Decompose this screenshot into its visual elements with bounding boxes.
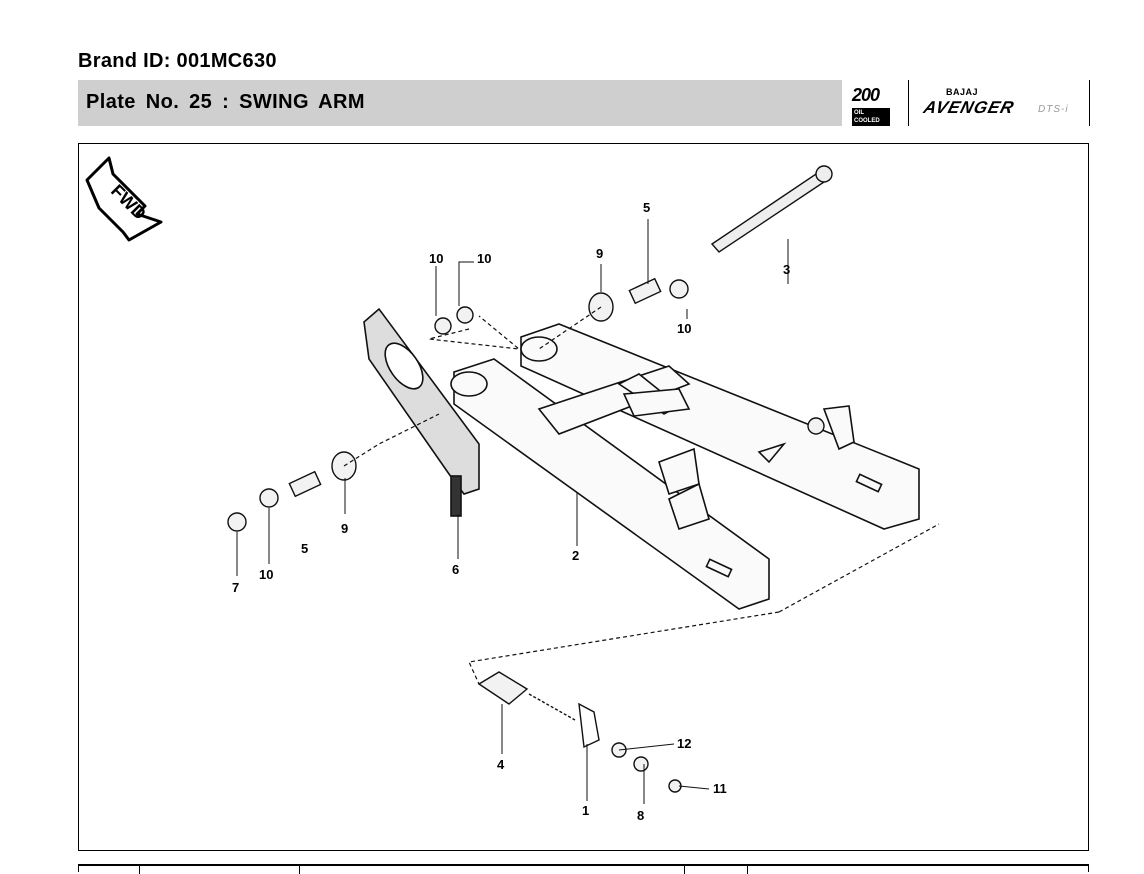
engine-sub: OIL COOLED (852, 108, 890, 126)
callout-1: 1 (582, 803, 590, 818)
callout-7: 7 (232, 580, 240, 595)
callout-4: 4 (497, 757, 505, 772)
callout-6: 6 (452, 562, 460, 577)
callout-11: 11 (713, 781, 727, 796)
variant-name: DTS-i (1038, 104, 1069, 115)
plate-title-bar: Plate No. 25 : SWING ARM (78, 80, 842, 126)
chain-adjuster (477, 671, 682, 793)
callout-9: 9 (596, 246, 604, 261)
model-name: AVENGER (921, 98, 1017, 117)
diagram-art: FWD (85, 156, 940, 804)
callout-8: 8 (637, 808, 645, 823)
callout-10: 10 (477, 251, 492, 266)
parts-table-header (78, 864, 1089, 874)
exploded-diagram: FWD (78, 143, 1089, 851)
callout-10: 10 (677, 321, 692, 336)
maker-name: BAJAJ (946, 87, 979, 97)
callout-10: 10 (429, 251, 444, 266)
callout-10: 10 (259, 567, 274, 582)
pivot-bolt (710, 165, 833, 253)
logo-right-divider (1089, 80, 1090, 126)
dashed-guides (343, 306, 940, 685)
engine-badge: 200 OIL COOLED (852, 85, 902, 126)
callout-9: 9 (341, 521, 349, 536)
brand-logo: 200 OIL COOLED BAJAJ AVENGER DTS-i (846, 80, 1090, 126)
callout-12: 12 (677, 736, 692, 751)
fwd-arrow-icon: FWD (85, 156, 163, 242)
engine-size: 200 (852, 85, 880, 105)
logo-divider (908, 80, 909, 126)
swing-arm-frame (450, 323, 920, 610)
callout-2: 2 (572, 548, 580, 563)
small-parts (227, 277, 825, 532)
callout-3: 3 (783, 262, 791, 277)
callout-5: 5 (643, 200, 651, 215)
leader-lines (236, 219, 789, 804)
brand-id: Brand ID: 001MC630 (78, 50, 277, 72)
callout-5: 5 (301, 541, 309, 556)
chain-guard (363, 307, 480, 517)
plate-title: Plate No. 25 : SWING ARM (86, 91, 365, 113)
